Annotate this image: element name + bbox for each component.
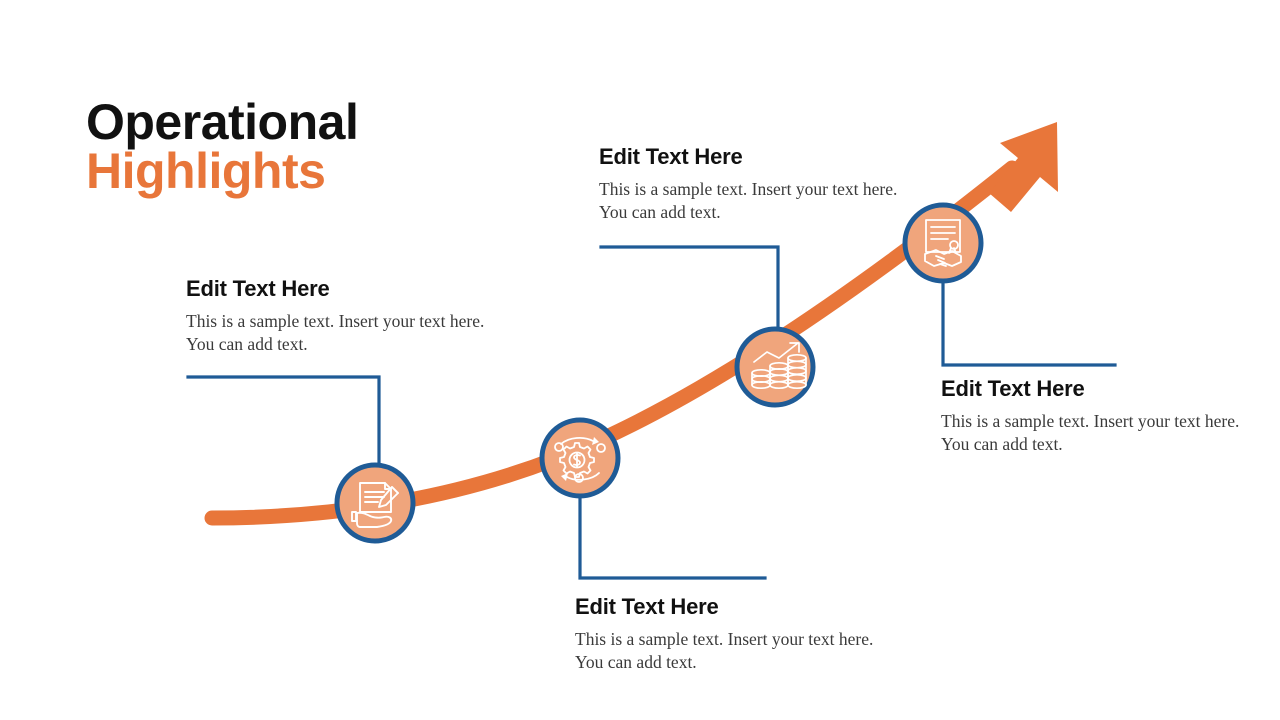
node-circle-4 bbox=[902, 202, 984, 284]
node-circle-2 bbox=[539, 417, 621, 499]
milestone-node-1[interactable] bbox=[334, 462, 416, 544]
connector-lines bbox=[186, 245, 1117, 580]
step-text-block-3: Edit Text Here This is a sample text. In… bbox=[599, 144, 909, 224]
connector-line-3 bbox=[599, 245, 780, 333]
node-circle-1 bbox=[334, 462, 416, 544]
connector-line-4 bbox=[941, 279, 1117, 367]
step-body-2: This is a sample text. Insert your text … bbox=[575, 629, 874, 673]
step-text-block-2: Edit Text Here This is a sample text. In… bbox=[575, 594, 885, 674]
milestone-node-2[interactable] bbox=[539, 417, 621, 499]
step-body-1: This is a sample text. Insert your text … bbox=[186, 311, 485, 355]
step-heading-4: Edit Text Here bbox=[941, 376, 1085, 401]
step-body-3: This is a sample text. Insert your text … bbox=[599, 179, 898, 223]
coin-stacks-growth-icon bbox=[751, 342, 807, 390]
step-heading-2: Edit Text Here bbox=[575, 594, 719, 619]
step-heading-3: Edit Text Here bbox=[599, 144, 743, 169]
connector-line-1 bbox=[186, 375, 381, 472]
step-body-4: This is a sample text. Insert your text … bbox=[941, 411, 1240, 455]
step-text-block-1: Edit Text Here This is a sample text. In… bbox=[186, 276, 496, 356]
hand-document-pencil-icon bbox=[351, 482, 399, 528]
title-line-accent: Highlights bbox=[86, 143, 326, 199]
milestone-node-4[interactable] bbox=[902, 202, 984, 284]
connector-line-2 bbox=[578, 494, 767, 580]
title-line-primary: Operational bbox=[86, 94, 359, 150]
arrow-head-icon bbox=[989, 122, 1058, 212]
certificate-handshake-icon bbox=[924, 219, 962, 267]
page-title: Operational Highlights bbox=[86, 94, 359, 199]
milestone-node-3[interactable] bbox=[734, 326, 816, 408]
node-circle-3 bbox=[734, 326, 816, 408]
step-heading-1: Edit Text Here bbox=[186, 276, 330, 301]
gear-dollar-cycle-icon bbox=[554, 437, 606, 483]
step-text-block-4: Edit Text Here This is a sample text. In… bbox=[941, 376, 1251, 456]
